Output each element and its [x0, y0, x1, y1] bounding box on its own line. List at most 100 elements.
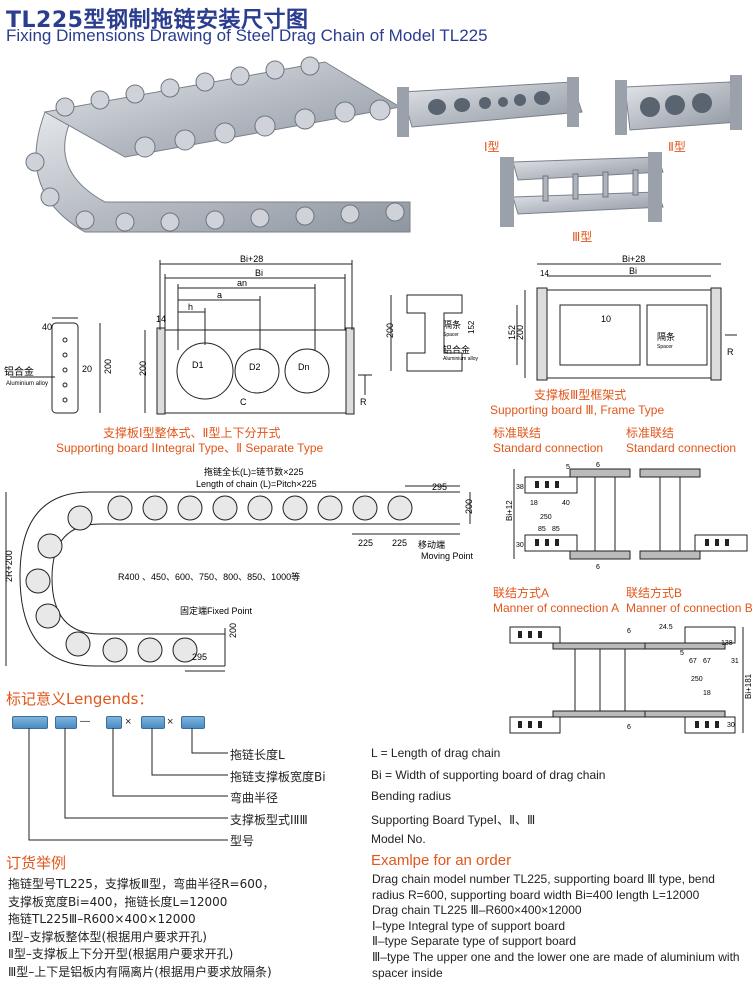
- order-en-line: Ⅱ–type Separate type of support board: [372, 934, 577, 949]
- dim-ab-30: 30: [727, 722, 735, 729]
- spacer-en-right: Spacer: [657, 344, 673, 350]
- order-cn-line: Ⅰ型–支撑板整体型(根据用户要求开孔): [8, 929, 207, 944]
- dim3-r: R: [727, 347, 734, 357]
- fixed-point: 固定端Fixed Point: [180, 605, 253, 616]
- chain-length-en: Length of chain (L)=Pitch×225: [196, 479, 317, 489]
- dim3-200: 200: [515, 325, 525, 340]
- legend-row4-cn: 支撑板型式ⅠⅡⅢ: [230, 813, 308, 827]
- legend-row3-en: Bending radius: [371, 789, 452, 803]
- legend-row2-en: Bi = Width of supporting board of drag c…: [371, 768, 606, 782]
- board-type2-photo: [615, 75, 742, 135]
- order-en-block: Drag chain model number TL225, supportin…: [372, 872, 750, 981]
- dim-ab-5: 5: [680, 650, 684, 657]
- legend-row5-cn: 型号: [230, 834, 255, 848]
- board3-caption-en: Supporting board Ⅲ, Frame Type: [490, 403, 665, 417]
- standard-connection-drawing: 5 6 38 18 40 Bi+12 250 85 85 30 6: [505, 462, 748, 571]
- dim3-152: 152: [507, 325, 517, 340]
- dim-conn-5: 5: [566, 464, 570, 471]
- spacer-en-left: Spacer: [443, 332, 459, 338]
- dim-chain-200b: 200: [228, 623, 238, 638]
- conn-a-en: Manner of connection A: [493, 601, 620, 615]
- std-conn-cn-2: 标准联结: [626, 426, 675, 440]
- dim-ab-245: 24.5: [659, 624, 673, 631]
- order-cn-line: Ⅱ型–支撑板上下分开型(根据用户要求开孔): [8, 947, 234, 961]
- legend-row1-cn: 拖链长度L: [230, 748, 285, 762]
- conn-b-en: Manner of connection B: [626, 601, 753, 615]
- board12-caption-cn: 支撑板Ⅰ型整体式、Ⅱ型上下分开式: [103, 426, 281, 440]
- dim-conn-bi12: Bi+12: [505, 500, 514, 521]
- dim-conn-40: 40: [562, 500, 570, 507]
- dim-20: 20: [82, 364, 92, 374]
- dim-ab-6d: 6: [627, 724, 631, 731]
- label-r: R: [360, 397, 367, 407]
- legend-box-length: [181, 716, 205, 729]
- dim-chain-295a: 295: [432, 482, 447, 492]
- legend-row2-cn: 拖链支撑板宽度Bi: [230, 770, 326, 784]
- photo-label-type1: Ⅰ型: [484, 140, 500, 154]
- spacer-cn-right: 隔条: [657, 331, 675, 342]
- order-en-line: Drag chain model number TL225, supportin…: [372, 872, 715, 902]
- dim3-bi: Bi: [629, 266, 637, 276]
- dim-bi28: Bi+28: [240, 254, 263, 264]
- dim-chain-225a: 225: [358, 538, 373, 548]
- drag-chain-photo: [25, 56, 411, 233]
- dim-200-front: 200: [138, 361, 148, 376]
- dim-ab-250: 250: [691, 676, 703, 683]
- label-dn: Dn: [298, 362, 310, 372]
- conn-b-cn: 联结方式B: [626, 586, 683, 600]
- legend-box-model: [12, 716, 48, 729]
- order-cn-line: Ⅲ型–上下是铝板内有隔离片(根据用户要求放隔条): [8, 964, 272, 979]
- moving-en: Moving Point: [421, 551, 474, 561]
- alloy3-en: Aluminium alloy: [443, 356, 479, 362]
- legend-row1-en: L = Length of drag chain: [371, 746, 501, 760]
- dim-chain-295b: 295: [192, 652, 207, 662]
- alloy-cn: 铝合金: [4, 365, 34, 378]
- dim3-10: 10: [601, 314, 611, 324]
- chain-length-cn: 拖链全长(L)=链节数×225: [204, 466, 304, 477]
- dim-chain-200a: 200: [464, 499, 474, 514]
- board3-caption-cn: 支撑板Ⅲ型框架式: [534, 388, 627, 402]
- std-conn-en-2: Standard connection: [626, 441, 737, 455]
- photo-label-type3: Ⅲ型: [572, 230, 593, 244]
- dim-ab-138: 138: [721, 640, 733, 647]
- label-c: C: [240, 397, 247, 407]
- dim-conn-85a: 85: [538, 526, 546, 533]
- dim-ab-bi181: Bi+181: [744, 673, 753, 699]
- page-title-en: Fixing Dimensions Drawing of Steel Drag …: [6, 26, 488, 45]
- std-conn-en-1: Standard connection: [493, 441, 604, 455]
- dim-bi: Bi: [255, 268, 263, 278]
- dim-an: an: [237, 278, 247, 288]
- alloy3-cn: 铝合金: [443, 344, 470, 355]
- legend-row4-en: Supporting Board TypeⅠ、Ⅱ、Ⅲ: [371, 813, 536, 827]
- order-en-line: Ⅲ–type The upper one and the lower one a…: [372, 949, 740, 980]
- board-type3-photo: [500, 152, 664, 227]
- dim-conn-85b: 85: [552, 526, 560, 533]
- std-conn-cn-1: 标准联结: [493, 426, 542, 440]
- legend-leader-lines: [28, 728, 228, 841]
- order-cn-line: 拖链TL225Ⅲ–R600×400×12000: [8, 912, 196, 926]
- board12-caption-en: Supporting board ⅠIntegral Type、Ⅱ Separa…: [56, 441, 324, 455]
- dim-ab-6: 6: [627, 628, 631, 635]
- conn-a-cn: 联结方式A: [493, 586, 550, 600]
- page-title-cn: TL225型钢制拖链安装尺寸图: [6, 8, 309, 33]
- legend-row3-cn: 弯曲半径: [230, 791, 279, 805]
- label-d1: D1: [192, 360, 204, 370]
- dim-40: 40: [42, 322, 52, 332]
- dim-conn-6b: 6: [596, 564, 600, 571]
- board-type1-photo: [397, 77, 583, 137]
- legend-box-width: [141, 716, 165, 729]
- dim3-14: 14: [540, 269, 549, 278]
- dim3-152-side: 152: [467, 320, 476, 334]
- legend-title: 标记意义Lengends：: [6, 690, 154, 708]
- dim-conn-30: 30: [516, 542, 524, 549]
- dim-conn-38: 38: [516, 484, 524, 491]
- legend-x1: ×: [125, 716, 132, 728]
- moving-cn: 移动端: [418, 539, 445, 550]
- label-d2: D2: [249, 362, 261, 372]
- order-en-line: Ⅰ–type Integral type of support board: [372, 918, 565, 933]
- dim-ab-18: 18: [703, 690, 711, 697]
- dim3-200-side: 200: [385, 323, 395, 338]
- order-title-cn: 订货举例: [6, 854, 67, 872]
- dim-a: a: [217, 290, 222, 300]
- order-cn-line: 拖链型号TL225，支撑板Ⅲ型，弯曲半径R=600，: [8, 877, 275, 891]
